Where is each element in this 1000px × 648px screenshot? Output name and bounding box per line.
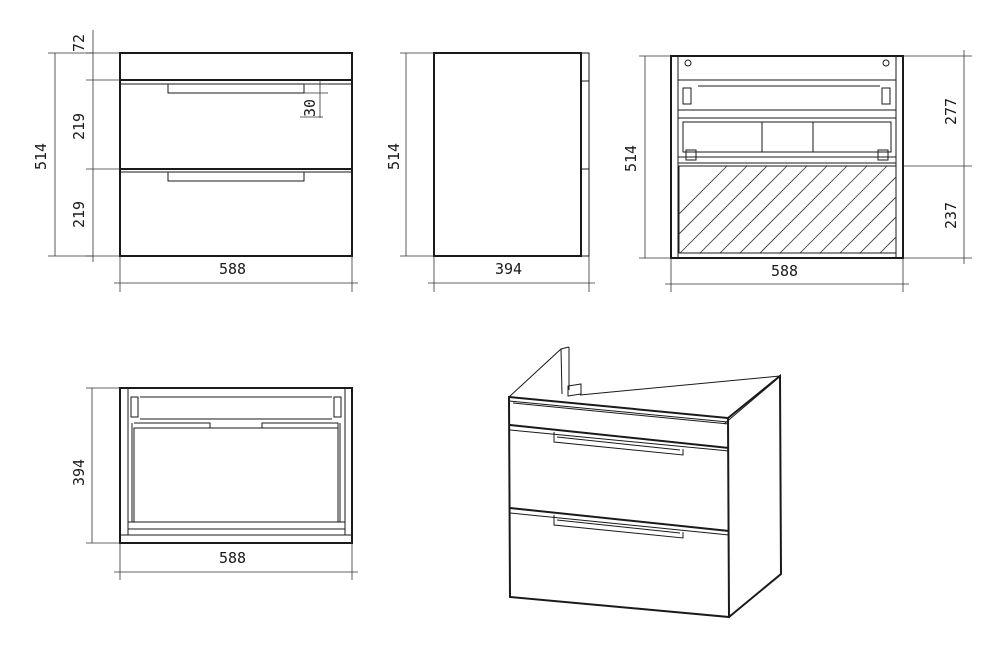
back-upper-height-label: 277 — [942, 98, 960, 125]
top-depth-label: 394 — [70, 459, 88, 486]
side-drawer-front-top — [580, 52, 590, 82]
side-panel-outline — [433, 52, 582, 257]
back-lower-height-label: 237 — [942, 202, 960, 229]
front-handle-top — [167, 84, 305, 94]
hatch-line — [819, 176, 896, 253]
front-total-height-label: 514 — [32, 143, 50, 170]
back-total-height-label: 514 — [622, 145, 640, 172]
top-height-label: 72 — [70, 34, 88, 52]
handle-height-label: 30 — [301, 99, 319, 117]
bracket-left — [682, 87, 692, 105]
drawer-height-1-label: 219 — [70, 113, 88, 140]
front-view: 30 72 219 219 514 588 — [32, 30, 358, 292]
hatch-line — [699, 166, 788, 253]
front-width-label: 588 — [219, 260, 246, 278]
side-view: 514 394 — [385, 52, 595, 292]
back-cabinet-outline — [670, 55, 904, 259]
hatch-line — [739, 166, 828, 253]
side-drawer-front-mid — [580, 80, 590, 170]
hatch-line — [839, 196, 896, 253]
side-total-height-label: 514 — [385, 143, 403, 170]
iso-handle-top — [553, 432, 684, 456]
hatch-line — [679, 166, 748, 235]
top-drawer-box — [133, 427, 339, 523]
top-bracket-left — [130, 396, 139, 418]
iso-back-panel — [508, 346, 570, 398]
top-bracket-right — [333, 396, 342, 418]
iso-handle-bottom — [553, 515, 684, 539]
mount-hole-right — [882, 59, 890, 67]
hatch-pattern — [679, 166, 896, 253]
back-width-label: 588 — [771, 262, 798, 280]
top-view: 394 588 — [70, 387, 358, 580]
back-view: 514 277 237 588 — [622, 50, 972, 292]
mount-hole-left — [684, 59, 692, 67]
bracket-right — [881, 87, 891, 105]
side-depth-label: 394 — [495, 260, 522, 278]
iso-front-face — [507, 395, 731, 619]
hatch-line — [679, 166, 768, 253]
hatch-line — [779, 166, 868, 253]
hatch-line — [799, 166, 888, 253]
front-handle-bottom — [167, 172, 305, 182]
hatch-line — [679, 166, 728, 215]
top-view-outline — [119, 387, 353, 544]
hatch-line — [879, 236, 896, 253]
drawer-height-2-label: 219 — [70, 201, 88, 228]
hatch-line — [859, 216, 896, 253]
iso-side-face — [727, 373, 783, 618]
hatch-line — [719, 166, 808, 253]
top-width-label: 588 — [219, 549, 246, 567]
hatch-line — [759, 166, 848, 253]
front-cabinet-outline — [119, 52, 353, 257]
side-drawer-front-bottom — [580, 168, 590, 257]
isometric-view — [507, 346, 783, 619]
